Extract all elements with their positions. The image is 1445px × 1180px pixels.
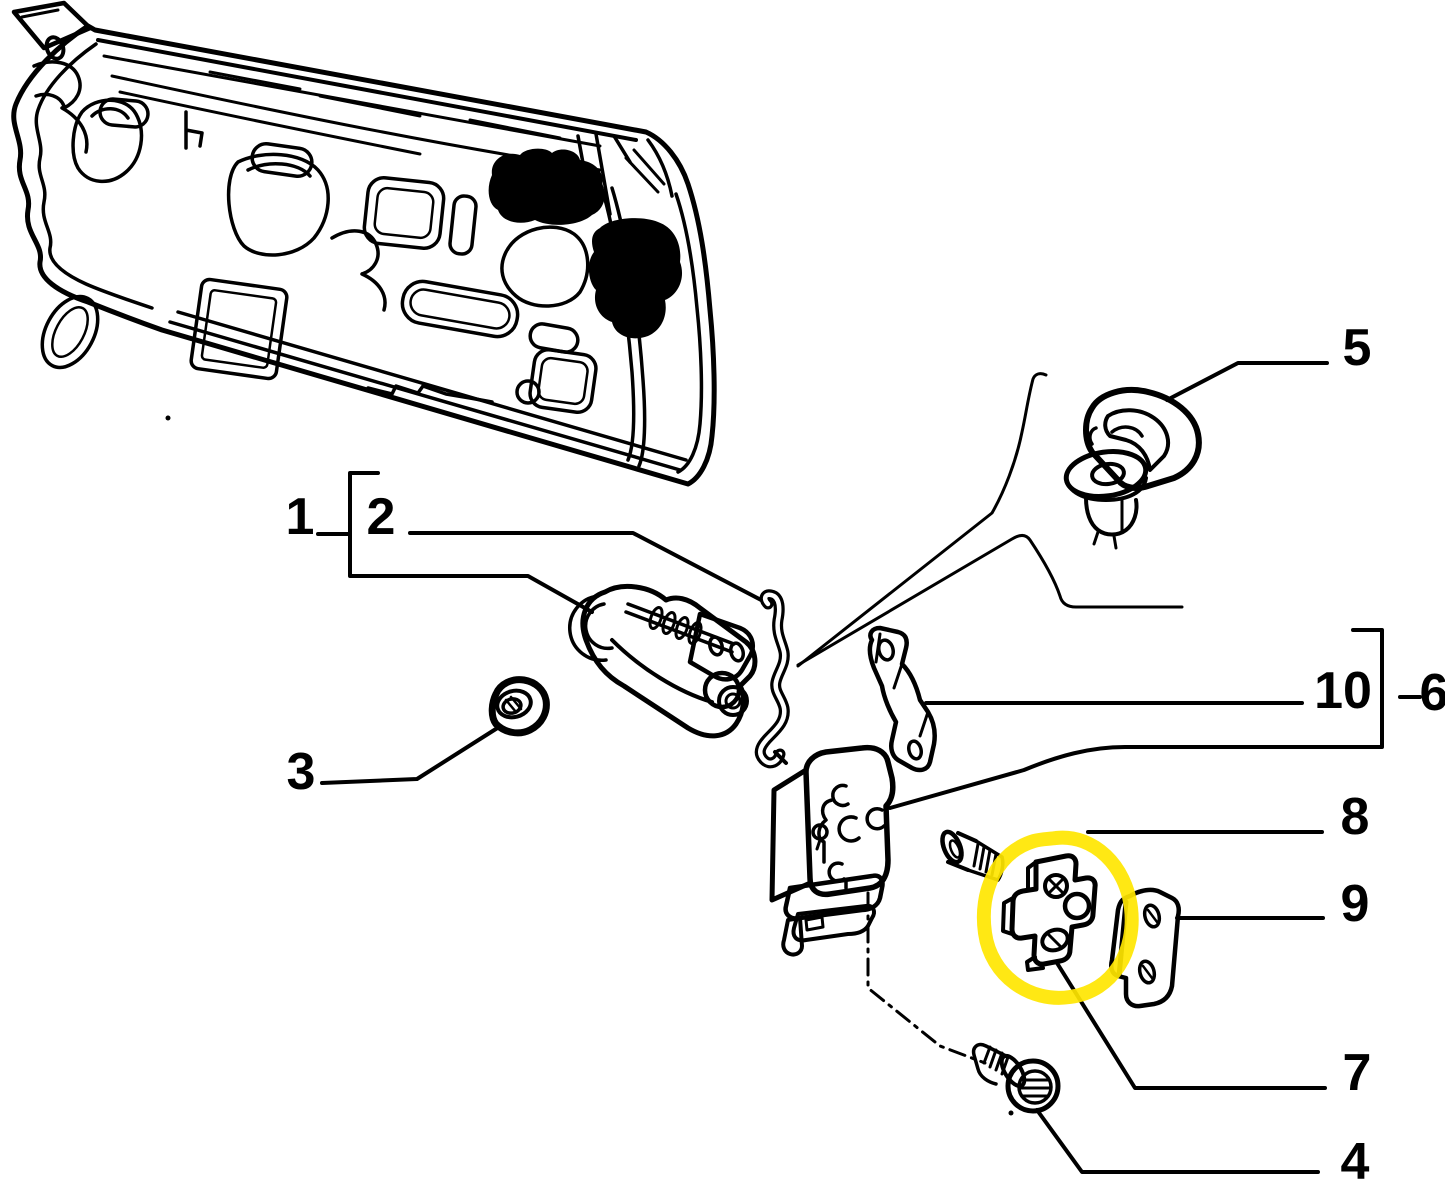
clip-position-line-a: [796, 372, 1048, 668]
leader-4: [1035, 1108, 1320, 1174]
door-top-corner-flag: [11, 0, 93, 61]
part-labels: 1 2 3 5 10 6 8 9 7 4: [286, 319, 1445, 1180]
part-label-4: 4: [1341, 1133, 1370, 1180]
leader-2: [408, 531, 765, 603]
door-bottom-band: [168, 310, 688, 472]
part-label-10: 10: [1314, 662, 1372, 720]
masked-area-2: [588, 218, 683, 339]
leader-lines: [316, 361, 1422, 1174]
bracket-6: [888, 628, 1384, 810]
bracket-1-2: [348, 471, 594, 614]
rod-claw: [773, 750, 788, 765]
window-frame: [96, 38, 638, 172]
door-panel: [11, 0, 717, 487]
lever-link-part: [867, 625, 937, 773]
part-label-8: 8: [1341, 788, 1370, 846]
leader-3: [320, 725, 501, 785]
screw-4-part: [971, 1042, 1061, 1116]
lock-rod-part: [754, 589, 790, 769]
leader-7: [1055, 961, 1327, 1090]
part-label-9: 9: [1341, 875, 1370, 933]
striker-part: [1001, 853, 1098, 972]
part-label-3: 3: [287, 743, 316, 801]
assembly-centerline: [866, 891, 987, 1065]
screw-8-part: [940, 829, 1005, 882]
highlight-circle: [976, 830, 1139, 1005]
speck: [165, 415, 171, 421]
door-cutouts: [32, 60, 598, 414]
part-label-2: 2: [367, 488, 396, 546]
door-handle-part: [568, 584, 758, 739]
leader-5: [1165, 361, 1329, 402]
part-label-7: 7: [1343, 1044, 1372, 1102]
nut-part: [488, 676, 550, 737]
masked-area-1: [488, 148, 605, 225]
clip-position-line-b: [796, 533, 1184, 667]
door-inner-contour: [34, 42, 154, 310]
part-label-1: 1: [286, 488, 315, 546]
rod-clip-part: [1063, 386, 1202, 550]
part-label-6: 6: [1420, 664, 1445, 722]
part-label-5: 5: [1343, 319, 1372, 377]
lock-mechanism-part: [769, 744, 896, 957]
